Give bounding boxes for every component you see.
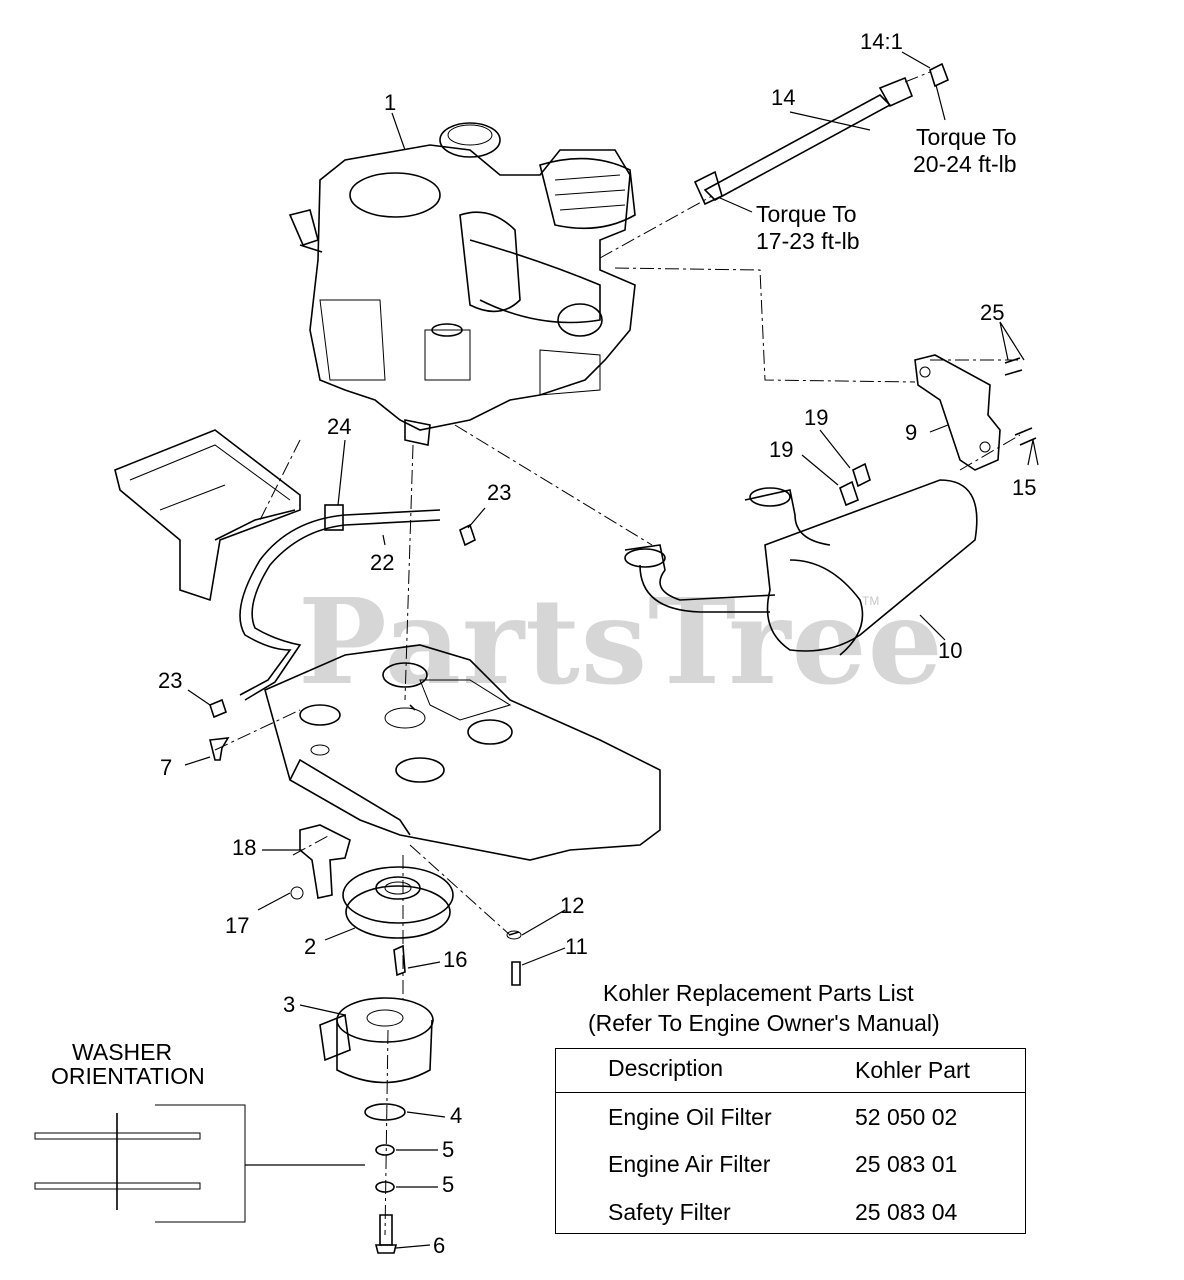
table-title: Kohler Replacement Parts List (603, 980, 914, 1006)
muffler-illustration (624, 462, 978, 656)
table-row-2-description: Engine Air Filter (608, 1151, 771, 1177)
torque-note-lower-line2: 17-23 ft-lb (756, 228, 860, 254)
shield-illustration (114, 429, 301, 602)
callout-25: 25 (980, 300, 1004, 325)
washer-caption-line2: ORIENTATION (51, 1063, 205, 1089)
table-row-3-description: Safety Filter (608, 1199, 731, 1225)
callout-18: 18 (232, 835, 256, 860)
callout-19-lower: 19 (769, 437, 793, 462)
callout-12: 12 (560, 893, 584, 918)
callout-3: 3 (283, 992, 295, 1017)
callout-15: 15 (1012, 475, 1036, 500)
callout-23-lower: 23 (158, 668, 182, 693)
torque-note-upper-line1: Torque To (916, 124, 1017, 150)
parts-table: Description Kohler Part Engine Oil Filte… (555, 1048, 1026, 1234)
callout-2: 2 (304, 934, 316, 959)
callout-19-upper: 19 (804, 405, 828, 430)
bracket-illustration (914, 354, 1037, 471)
clutch-bracket-illustration (290, 824, 351, 900)
callout-24: 24 (327, 414, 351, 439)
callout-14: 14 (771, 85, 795, 110)
table-row-2-part: 25 083 01 (855, 1151, 958, 1177)
callout-6: 6 (433, 1233, 445, 1258)
torque-note-lower-line1: Torque To (756, 201, 857, 227)
callout-9: 9 (905, 420, 917, 445)
table-header-kohler-part: Kohler Part (855, 1057, 971, 1083)
table-row-1-part: 52 050 02 (855, 1104, 958, 1130)
callout-4: 4 (450, 1103, 462, 1128)
table-header-divider (556, 1092, 1025, 1093)
table-row-3-part: 25 083 04 (855, 1199, 958, 1225)
callout-11: 11 (565, 934, 588, 959)
table-row-1-description: Engine Oil Filter (608, 1104, 772, 1130)
clutch-illustration (319, 930, 522, 1254)
callout-1: 1 (384, 90, 396, 115)
hardware-illustration (209, 737, 230, 761)
callout-10: 10 (938, 638, 962, 663)
callout-17: 17 (225, 913, 249, 938)
washer-orientation-caption: WASHER ORIENTATION (51, 1039, 205, 1089)
watermark: PartsTree (298, 572, 944, 711)
deck-plate-illustration (264, 644, 661, 861)
assembly-centerlines (214, 195, 1021, 1236)
callout-5-upper: 5 (442, 1137, 454, 1162)
callout-16: 16 (443, 947, 467, 972)
engine-illustration (288, 122, 636, 446)
callout-numbers: 1 14 14:1 25 9 15 19 19 10 24 23 22 23 7… (158, 29, 1036, 1258)
washer-caption-line1: WASHER (72, 1039, 172, 1065)
callout-7: 7 (160, 755, 172, 780)
pulley-illustration (342, 866, 454, 977)
hose-illustration (693, 62, 950, 206)
callout-leaders (184, 51, 1039, 1249)
washer-orientation-detail (34, 1104, 365, 1223)
table-subtitle: (Refer To Engine Owner's Manual) (588, 1010, 940, 1036)
callout-23-upper: 23 (487, 480, 511, 505)
torque-notes: Torque To 20-24 ft-lb Torque To 17-23 ft… (756, 124, 1017, 254)
fuel-line-illustration (209, 504, 476, 719)
watermark-trademark: TM (862, 594, 879, 608)
torque-note-upper-line2: 20-24 ft-lb (913, 151, 1017, 177)
callout-5-lower: 5 (442, 1172, 454, 1197)
callout-22: 22 (370, 550, 394, 575)
callout-14-1: 14:1 (860, 29, 903, 54)
table-header-description: Description (608, 1055, 724, 1081)
